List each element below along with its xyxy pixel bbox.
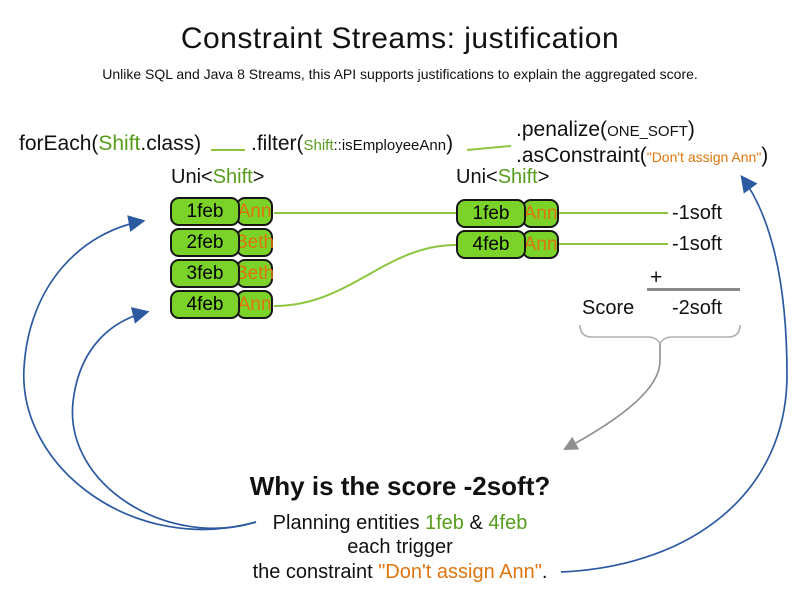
code-penalize-post: ): [687, 118, 695, 141]
expl1-amp: &: [463, 512, 489, 534]
code-foreach-pre: forEach(: [19, 132, 99, 155]
code-asconstraint-arg: "Don't assign Ann": [646, 149, 762, 165]
shift-row-4feb-filtered: 4feb Ann: [456, 230, 559, 259]
code-filter-pre: .filter(: [251, 132, 304, 155]
shift-name-cell: Ann: [522, 230, 559, 259]
why-heading: Why is the score -2soft?: [249, 471, 551, 501]
expl1-entity2: 4feb: [488, 512, 528, 534]
code-penalize-pre: .penalize(: [516, 118, 608, 141]
explanation-line-1: Planning entities 1feb & 4feb: [0, 512, 800, 535]
shift-date-cell: 4feb: [170, 290, 240, 319]
uni-right-post: >: [537, 166, 550, 188]
shift-date-cell: 2feb: [170, 228, 240, 257]
code-filter-post: ): [446, 132, 454, 155]
code-filter-class: Shift: [303, 137, 334, 154]
shift-name-cell: Ann: [236, 197, 273, 226]
stream-right-boxes: 1feb Ann 4feb Ann: [456, 199, 559, 259]
code-asconstraint-post: ): [761, 144, 769, 167]
uni-left-pre: Uni<: [171, 166, 213, 188]
uni-right-type: Shift: [497, 166, 538, 188]
uni-left-type: Shift: [212, 166, 253, 188]
code-asconstraint: .asConstraint("Don't assign Ann"): [516, 144, 768, 168]
expl3-post: .: [541, 561, 548, 583]
expl1-entity1: 1feb: [425, 512, 464, 534]
penalty-2: -1soft: [672, 233, 723, 255]
shift-date-cell: 3feb: [170, 259, 240, 288]
page-title: Constraint Streams: justification: [180, 22, 620, 55]
shift-row-4feb: 4feb Ann: [170, 290, 273, 319]
uni-left-post: >: [252, 166, 265, 188]
code-filter: .filter(Shift::isEmployeeAnn): [251, 132, 453, 156]
uni-label-left: Uni<Shift>: [171, 166, 264, 189]
connector-left4feb-right4feb: [273, 244, 457, 307]
score-total: -2soft: [672, 297, 723, 319]
connector-filter-penalize: [466, 145, 512, 151]
shift-name-cell: Ann: [522, 199, 559, 228]
score-label: Score: [582, 297, 635, 319]
shift-row-2feb: 2feb Beth: [170, 228, 274, 257]
shift-row-3feb: 3feb Beth: [170, 259, 274, 288]
gray-arrow-score-to-why-icon: [563, 344, 661, 451]
code-asconstraint-pre: .asConstraint(: [516, 144, 647, 167]
code-foreach: forEach(Shift.class): [19, 132, 201, 156]
code-filter-method: ::isEmployeeAnn: [333, 137, 447, 154]
shift-date-cell: 4feb: [456, 230, 526, 259]
shift-name-cell: Beth: [235, 259, 274, 288]
page-subtitle: Unlike SQL and Java 8 Streams, this API …: [102, 66, 698, 82]
expl3-quote: "Don't assign Ann": [378, 561, 542, 583]
shift-name-cell: Beth: [235, 228, 274, 257]
shift-date-cell: 1feb: [170, 197, 240, 226]
shift-date-cell: 1feb: [456, 199, 526, 228]
expl3-pre: the constraint: [252, 561, 379, 583]
code-foreach-post: .class): [140, 132, 202, 155]
expl1-pre: Planning entities: [272, 512, 425, 534]
code-foreach-class: Shift: [98, 132, 141, 155]
sum-line: [647, 288, 740, 291]
penalty-1: -1soft: [672, 202, 723, 224]
explanation-line-3: the constraint "Don't assign Ann".: [0, 561, 800, 584]
shift-name-cell: Ann: [236, 290, 273, 319]
code-penalize: .penalize(ONE_SOFT): [516, 118, 695, 142]
uni-label-right: Uni<Shift>: [456, 166, 549, 189]
uni-right-pre: Uni<: [456, 166, 498, 188]
curly-brace: [579, 324, 741, 347]
stream-left-boxes: 1feb Ann 2feb Beth 3feb Beth 4feb Ann: [170, 197, 274, 319]
code-penalize-arg: ONE_SOFT: [607, 123, 688, 140]
shift-row-1feb-filtered: 1feb Ann: [456, 199, 559, 228]
shift-row-1feb: 1feb Ann: [170, 197, 273, 226]
explanation-line-2: each trigger: [347, 536, 453, 558]
plus-sign: +: [650, 266, 663, 289]
